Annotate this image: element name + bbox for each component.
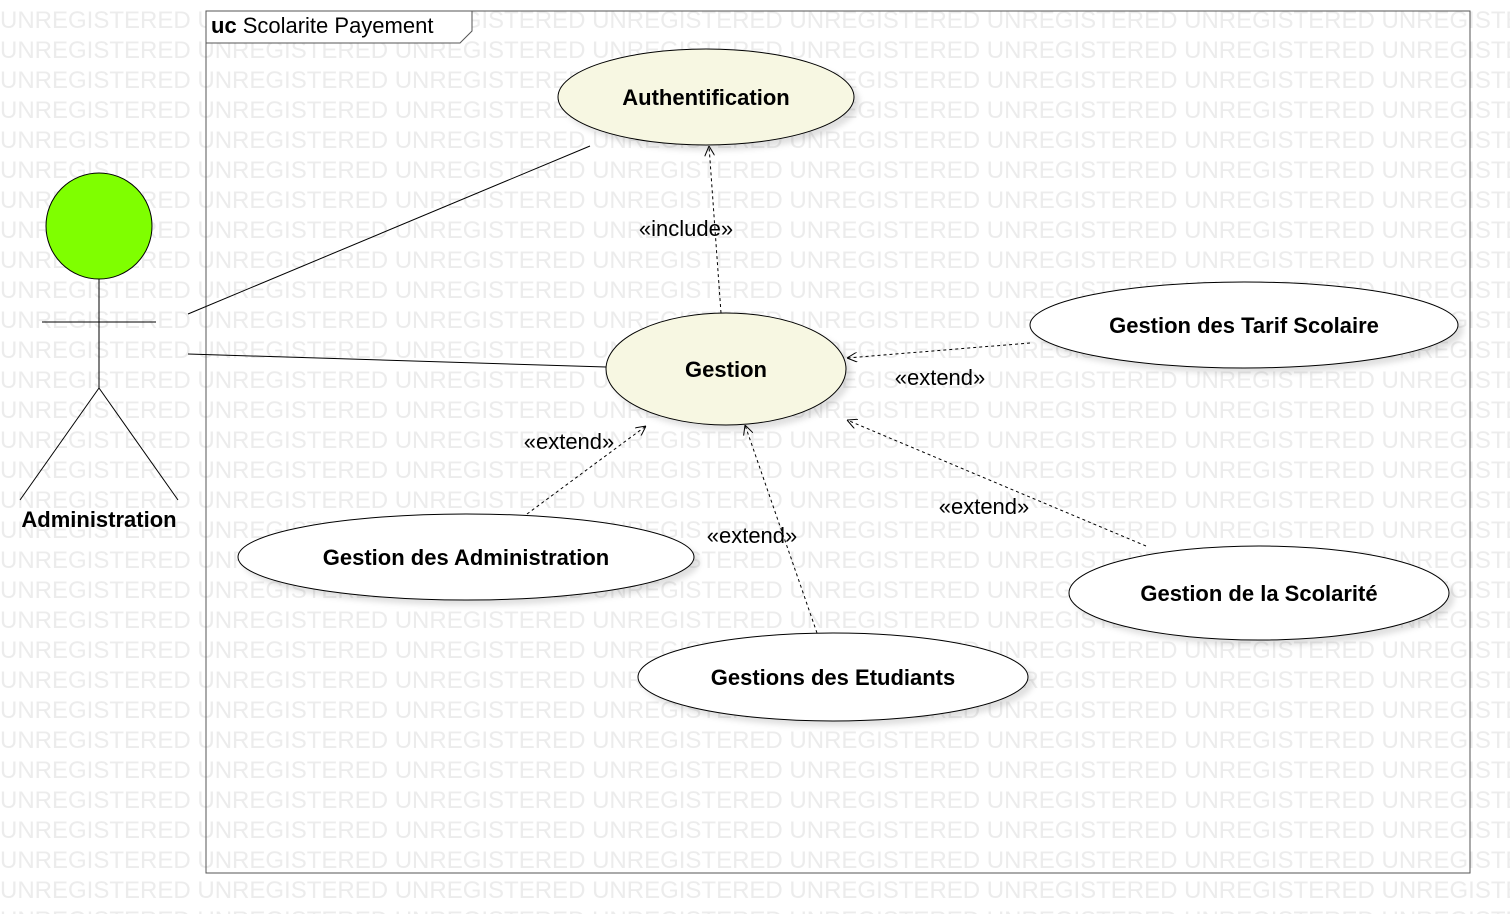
actor-left-leg [19,387,100,501]
extend-admin-gestion [526,426,646,515]
frame-keyword: uc [211,13,237,38]
include-label: «include» [639,216,733,241]
extend-label-admin: «extend» [524,429,615,454]
extend-tarif-gestion [847,342,1031,358]
usecase-authentification-label: Authentification [622,85,789,110]
extend-label-scolarite: «extend» [939,494,1030,519]
actor-administration[interactable]: Administration [19,172,179,532]
extend-scolarite-gestion [847,420,1147,547]
usecase-gestion-administration-label: Gestion des Administration [323,545,609,570]
actor-right-leg [98,387,179,501]
system-frame [205,10,1471,874]
usecase-gestions-etudiants-label: Gestions des Etudiants [711,665,956,690]
include-gestion-authentification [709,146,722,314]
usecase-gestion-administration[interactable]: Gestion des Administration [237,513,695,601]
usecase-gestion-label: Gestion [685,357,767,382]
usecase-gestion-tarif-scolaire-label: Gestion des Tarif Scolaire [1109,313,1379,338]
frame-tab [205,10,473,44]
extend-etudiants-gestion [745,425,818,634]
usecase-gestion-scolarite-label: Gestion de la Scolarité [1140,581,1377,606]
extend-label-etudiants: «extend» [707,523,798,548]
association-actor-authentification [187,145,591,315]
usecase-gestion[interactable]: Gestion [605,312,847,426]
actor-head [45,172,153,280]
association-actor-gestion [187,353,607,368]
usecase-gestion-scolarite[interactable]: Gestion de la Scolarité [1068,545,1450,641]
usecase-gestion-tarif-scolaire[interactable]: Gestion des Tarif Scolaire [1029,281,1459,369]
frame-name: Scolarite Payement [243,13,434,38]
usecase-gestions-etudiants[interactable]: Gestions des Etudiants [637,632,1029,722]
actor-label: Administration [21,507,176,532]
usecase-authentification[interactable]: Authentification [557,48,855,146]
extend-label-tarif: «extend» [895,365,986,390]
